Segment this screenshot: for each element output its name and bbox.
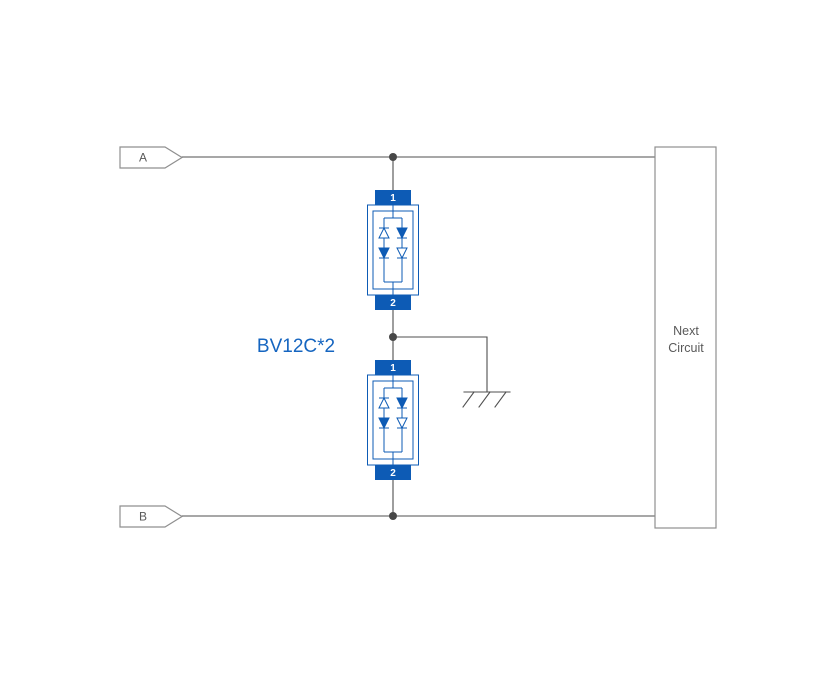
tvs1-diode-down-solid-left-icon bbox=[378, 247, 390, 260]
terminal-tag-a-label: A bbox=[139, 151, 147, 165]
junction-dot-top bbox=[389, 153, 397, 161]
next-circuit-box-shape bbox=[654, 146, 717, 529]
tvs1-diode-down-hollow-icon bbox=[396, 247, 408, 260]
ground-hatch-2 bbox=[478, 391, 491, 408]
tvs1-diode-down-solid-right-icon bbox=[396, 227, 408, 240]
tvs2-body bbox=[367, 374, 419, 466]
ground-hatch-1 bbox=[462, 391, 475, 408]
terminal-tag-b-shape bbox=[119, 505, 184, 528]
terminal-tag-b: B bbox=[119, 505, 184, 528]
tvs1-pin1-label: 1 bbox=[390, 193, 396, 204]
tvs1-diode-up-hollow-icon bbox=[378, 226, 390, 239]
tvs2-pin1-label: 1 bbox=[390, 363, 396, 374]
terminal-tag-a-shape bbox=[119, 146, 184, 169]
tvs1-pin1-block bbox=[375, 190, 411, 205]
tvs1-internal-symbol bbox=[372, 205, 414, 295]
wires bbox=[181, 156, 656, 517]
tvs2-diode-down-solid-right-icon bbox=[396, 397, 408, 410]
tvs2-pin2-block bbox=[375, 465, 411, 480]
tvs2-internal-symbol bbox=[372, 375, 414, 465]
tvs1-pin2-block bbox=[375, 295, 411, 310]
tvs-component-1: 1 2 bbox=[367, 190, 419, 310]
component-value-label: BV12C*2 bbox=[257, 336, 335, 357]
terminal-tag-a: A bbox=[119, 146, 184, 169]
next-circuit-label-line1: Next bbox=[673, 324, 699, 338]
tvs2-pin1-block bbox=[375, 360, 411, 375]
next-circuit-label-line2: Circuit bbox=[668, 341, 704, 355]
tvs2-diode-down-solid-left-icon bbox=[378, 417, 390, 430]
tvs-component-2: 1 2 bbox=[367, 360, 419, 480]
tvs2-pin2-label: 2 bbox=[390, 468, 396, 479]
junction-dot-bottom bbox=[389, 512, 397, 520]
junction-dot-middle bbox=[389, 333, 397, 341]
next-circuit-box: Next Circuit bbox=[654, 146, 717, 529]
ground-icon bbox=[462, 391, 511, 408]
tvs1-pin2-label: 2 bbox=[390, 298, 396, 309]
terminal-tag-b-label: B bbox=[139, 510, 147, 524]
ground-hatch-3 bbox=[494, 391, 507, 408]
tvs2-diode-down-hollow-icon bbox=[396, 417, 408, 430]
wire-to-ground bbox=[392, 336, 488, 393]
tvs2-diode-up-hollow-icon bbox=[378, 396, 390, 409]
